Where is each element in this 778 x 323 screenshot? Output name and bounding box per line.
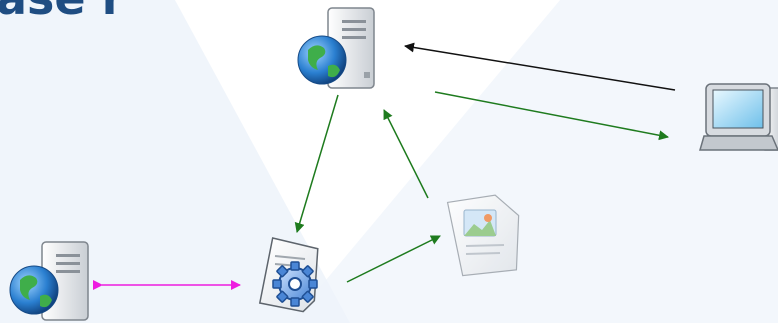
processing-script-node[interactable]: [258, 237, 320, 313]
edge-document-to-server-green: [383, 109, 429, 199]
web-server-bottom-left-node[interactable]: [9, 241, 89, 321]
client-computer-node[interactable]: [699, 83, 778, 151]
edge-script-to-document-green: [346, 235, 441, 283]
globe-server-icon: [297, 7, 375, 89]
background-band-right: [290, 0, 778, 323]
gear-document-icon: [258, 237, 319, 313]
background-band-left: [0, 0, 350, 323]
web-server-top-node[interactable]: [297, 7, 375, 89]
image-document-icon: [446, 194, 520, 277]
monitor-computer-icon: [699, 83, 778, 151]
heading-fragment: ase r: [0, 0, 125, 25]
edge-server-to-script-green: [294, 94, 339, 233]
background-band-center: [175, 0, 560, 270]
edge-client-to-server-black: [404, 42, 676, 91]
globe-server-icon: [9, 241, 89, 321]
image-document-node[interactable]: [446, 194, 522, 277]
edge-server-to-client-green: [434, 91, 669, 141]
